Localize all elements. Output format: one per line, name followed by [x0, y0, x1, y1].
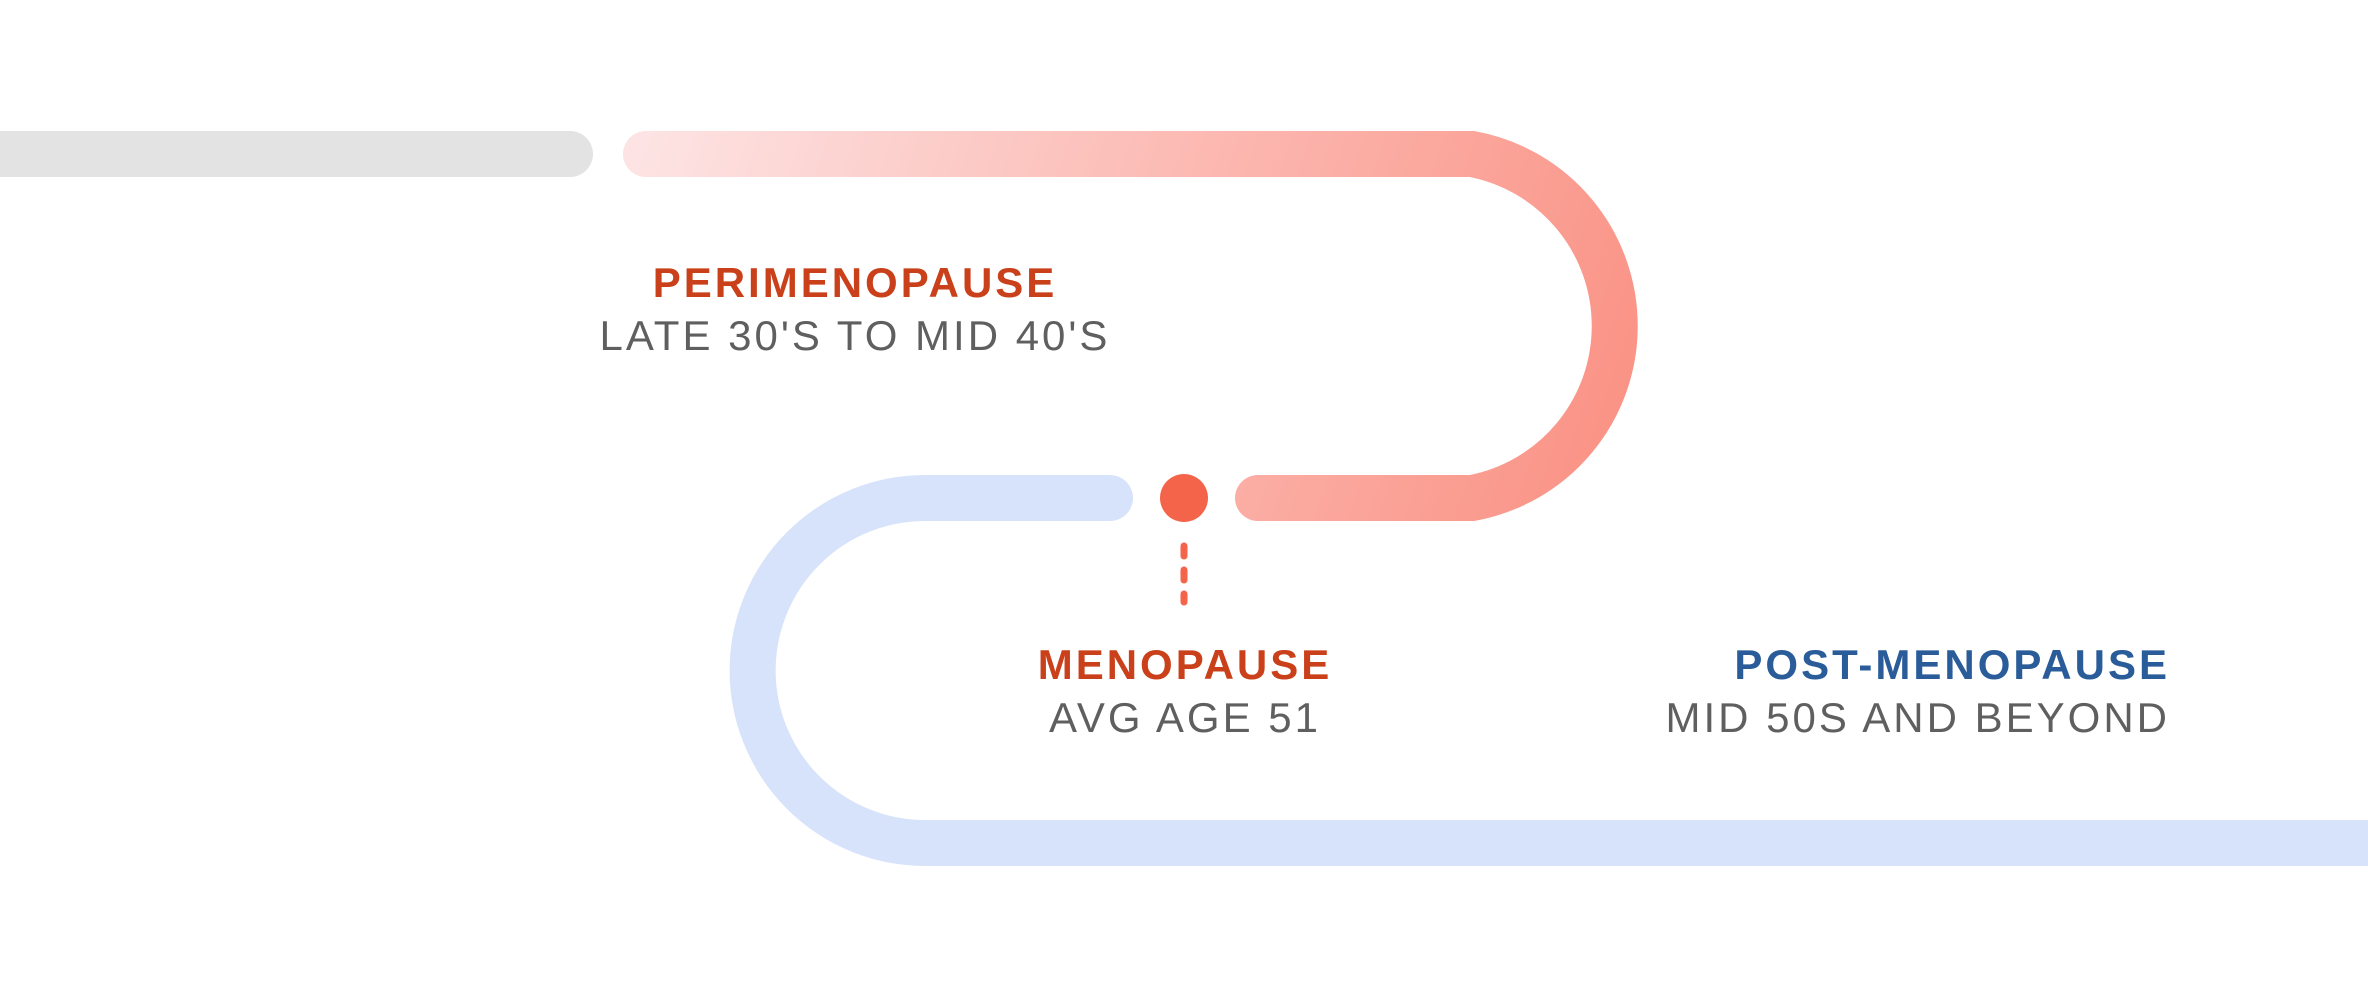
perimenopause-label: PERIMENOPAUSE LATE 30'S TO MID 40'S: [560, 258, 1150, 364]
perimenopause-age-range: LATE 30'S TO MID 40'S: [599, 312, 1111, 359]
post-menopause-label: POST-MENOPAUSE MID 50S AND BEYOND: [1666, 640, 2170, 746]
post-menopause-age-range: MID 50S AND BEYOND: [1665, 694, 2170, 741]
menopause-age: AVG AGE 51: [1048, 694, 1321, 741]
post-menopause-track: [729, 475, 2368, 866]
menopause-marker-dot: [1160, 474, 1208, 522]
menopause-label: MENOPAUSE AVG AGE 51: [940, 640, 1430, 746]
menopause-title: MENOPAUSE: [1037, 641, 1333, 688]
perimenopause-title: PERIMENOPAUSE: [652, 259, 1058, 306]
post-menopause-title: POST-MENOPAUSE: [1734, 641, 2170, 688]
perimenopause-track: [623, 131, 1638, 521]
